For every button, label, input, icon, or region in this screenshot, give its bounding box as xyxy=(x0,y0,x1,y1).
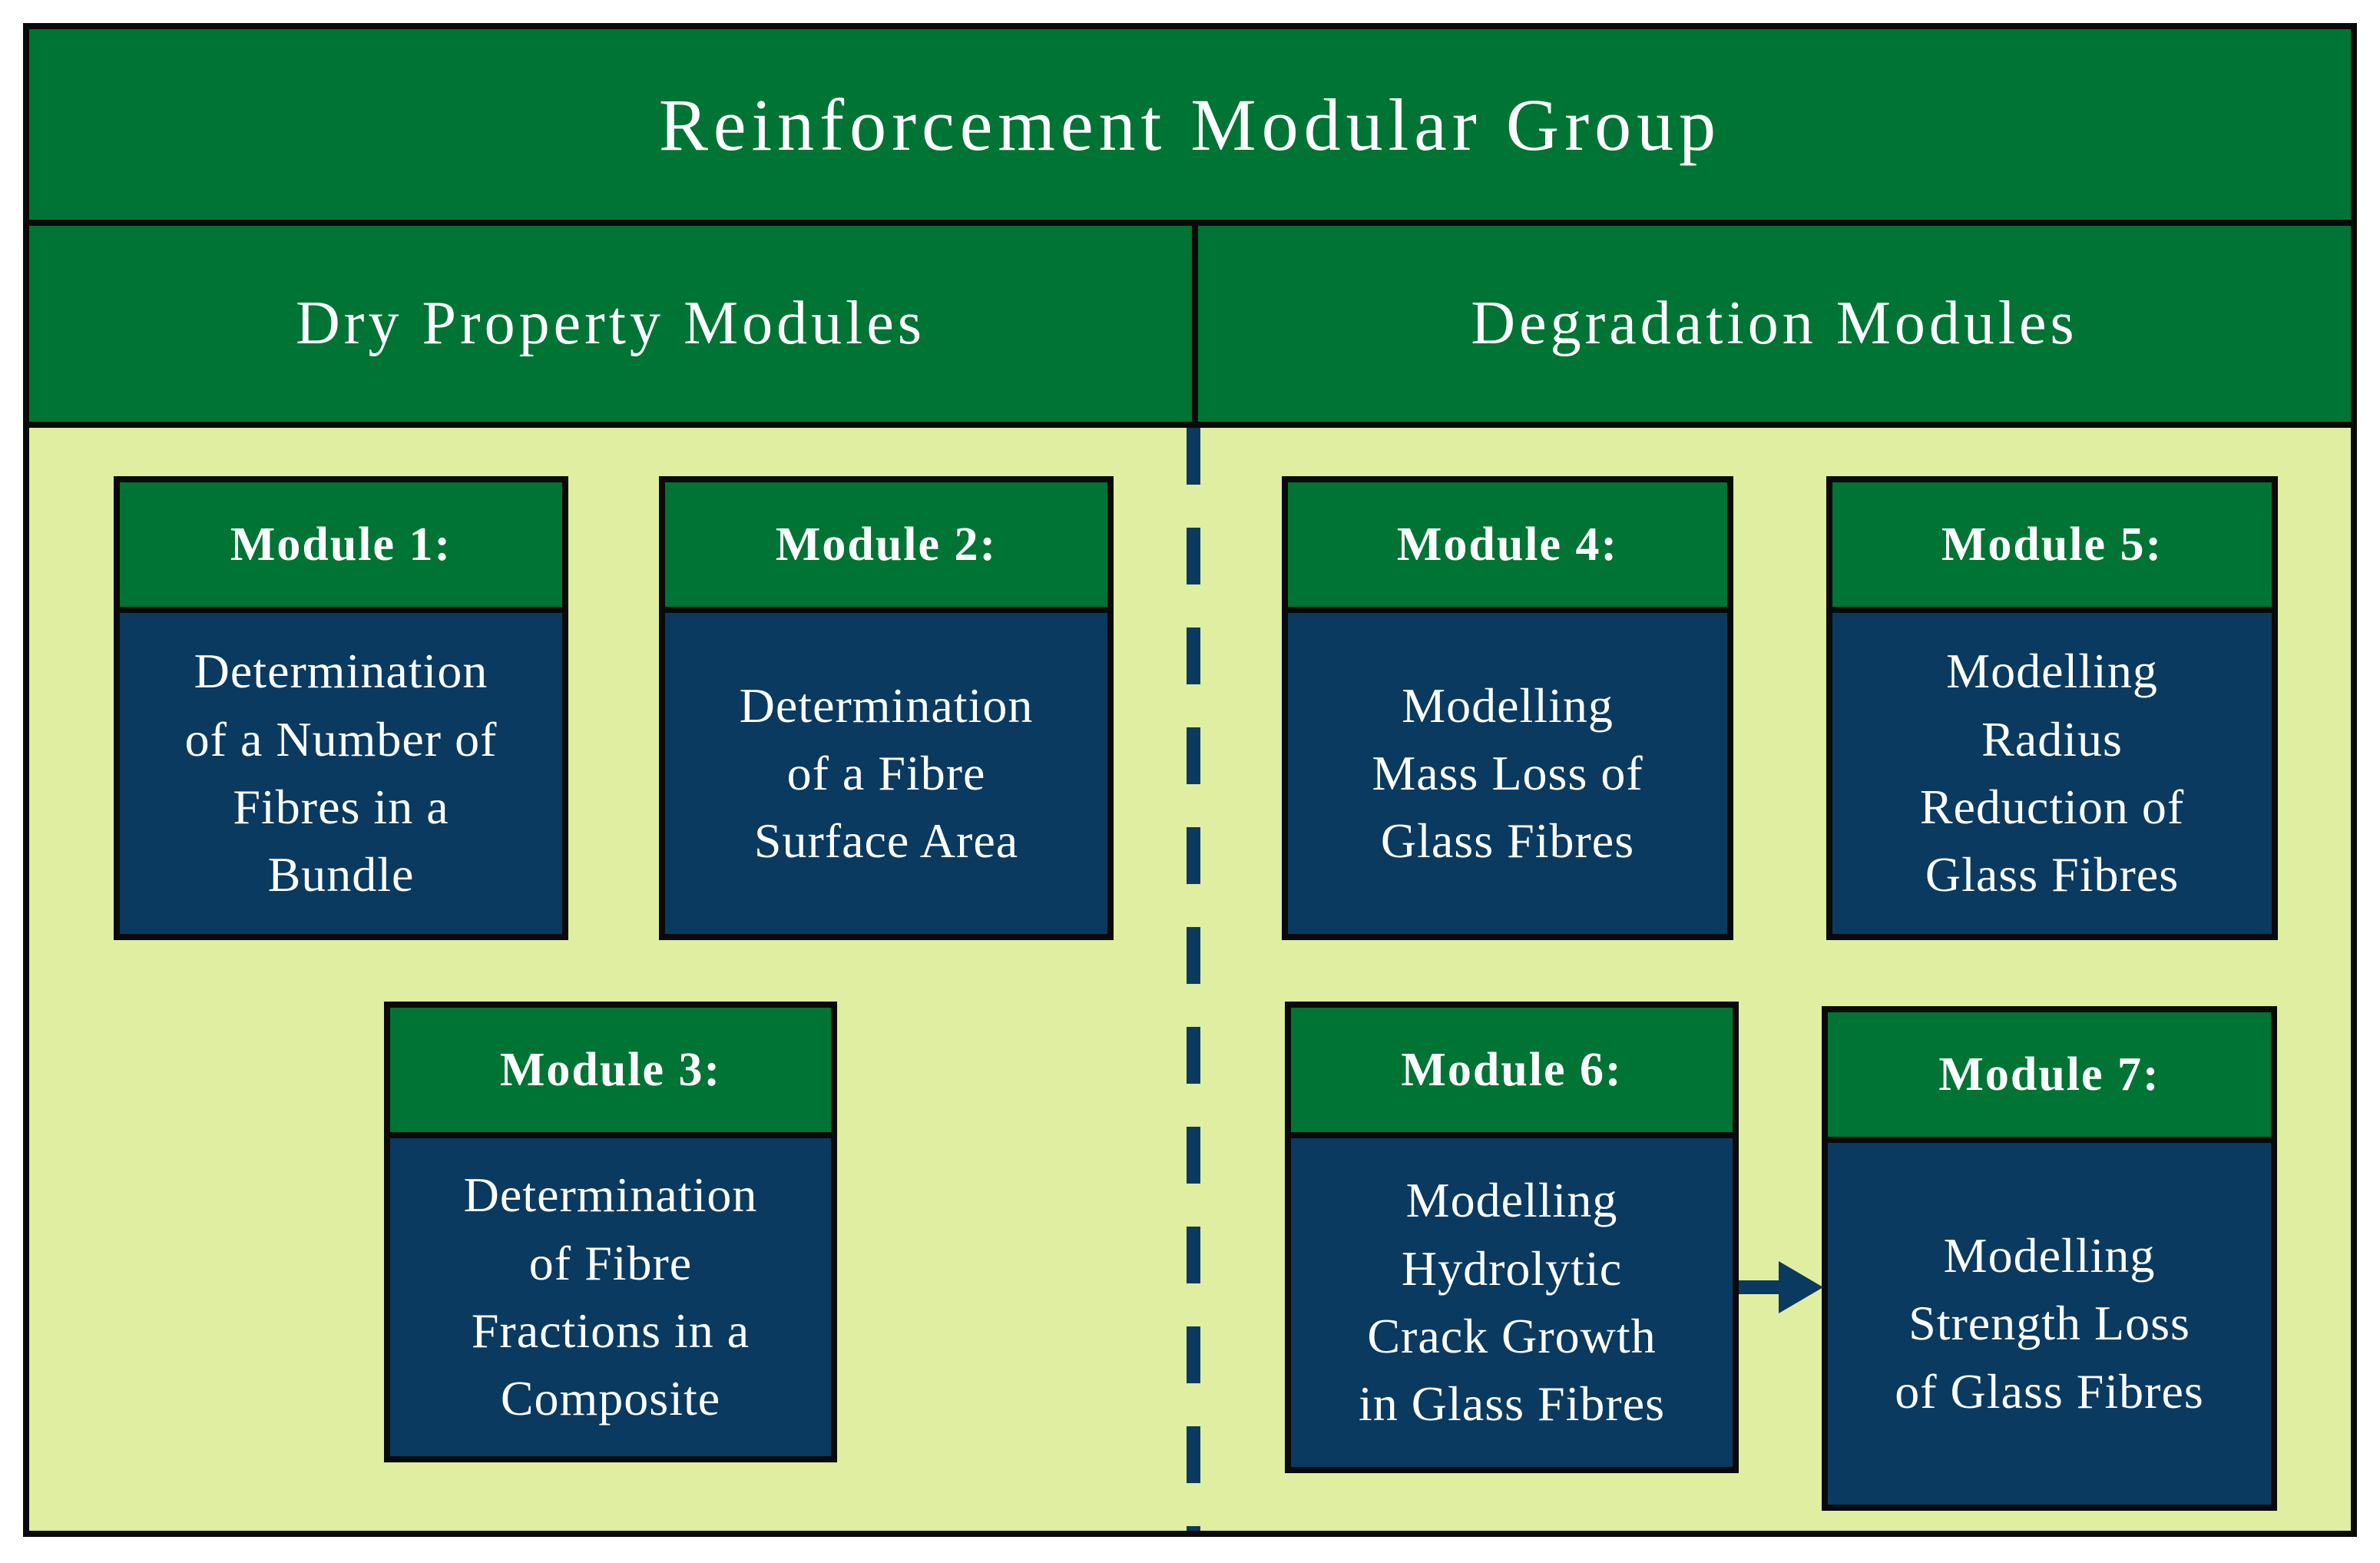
module-7-box: Module 7: Modelling Strength Loss of Gla… xyxy=(1822,1006,2277,1511)
module-1-box: Module 1: Determination of a Number of F… xyxy=(114,476,568,940)
title-separator xyxy=(23,220,2357,226)
module-6-header: Module 6: xyxy=(1291,1008,1733,1138)
title-bar: Reinforcement Modular Group xyxy=(29,29,2351,220)
module-1-label: Module 1: xyxy=(230,518,452,571)
module-7-label: Module 7: xyxy=(1938,1048,2160,1101)
module-6-body: Modelling Hydrolytic Crack Growth in Gla… xyxy=(1359,1173,1665,1432)
module-1-header: Module 1: xyxy=(120,482,562,613)
module-4-header: Module 4: xyxy=(1288,482,1727,613)
column-header-left-label: Dry Property Modules xyxy=(296,290,925,357)
module-1-body: Determination of a Number of Fibres in a… xyxy=(184,644,498,902)
module-3-body: Determination of Fibre Fractions in a Co… xyxy=(463,1167,758,1426)
flow-arrow-shaft xyxy=(1739,1280,1780,1294)
module-7-body: Modelling Strength Loss of Glass Fibres xyxy=(1895,1228,2204,1419)
module-6-label: Module 6: xyxy=(1401,1043,1623,1096)
module-3-header: Module 3: xyxy=(390,1008,831,1138)
column-divider xyxy=(1192,226,1198,422)
module-5-body: Modelling Radius Reduction of Glass Fibr… xyxy=(1919,644,2185,902)
module-2-box: Module 2: Determination of a Fibre Surfa… xyxy=(659,476,1114,940)
module-5-box: Module 5: Modelling Radius Reduction of … xyxy=(1826,476,2278,940)
module-5-label: Module 5: xyxy=(1941,518,2163,571)
flow-arrow-head-icon xyxy=(1779,1261,1823,1313)
module-7-header: Module 7: xyxy=(1828,1012,2271,1143)
module-4-label: Module 4: xyxy=(1396,518,1619,571)
header-separator xyxy=(23,422,2357,428)
column-header-degradation: Degradation Modules xyxy=(1198,226,2351,422)
module-2-body: Determination of a Fibre Surface Area xyxy=(739,677,1034,869)
module-4-box: Module 4: Modelling Mass Loss of Glass F… xyxy=(1282,476,1733,940)
module-2-header: Module 2: xyxy=(665,482,1107,613)
figure-title: Reinforcement Modular Group xyxy=(658,83,1722,166)
module-3-box: Module 3: Determination of Fibre Fractio… xyxy=(384,1002,837,1462)
column-header-right-label: Degradation Modules xyxy=(1471,290,2078,357)
module-2-label: Module 2: xyxy=(775,518,998,571)
column-header-dry-property: Dry Property Modules xyxy=(29,226,1192,422)
module-5-header: Module 5: xyxy=(1832,482,2272,613)
dashed-divider-line xyxy=(1187,428,1200,1531)
module-4-body: Modelling Mass Loss of Glass Fibres xyxy=(1372,677,1643,869)
module-3-label: Module 3: xyxy=(499,1043,722,1096)
module-6-box: Module 6: Modelling Hydrolytic Crack Gro… xyxy=(1285,1002,1739,1473)
